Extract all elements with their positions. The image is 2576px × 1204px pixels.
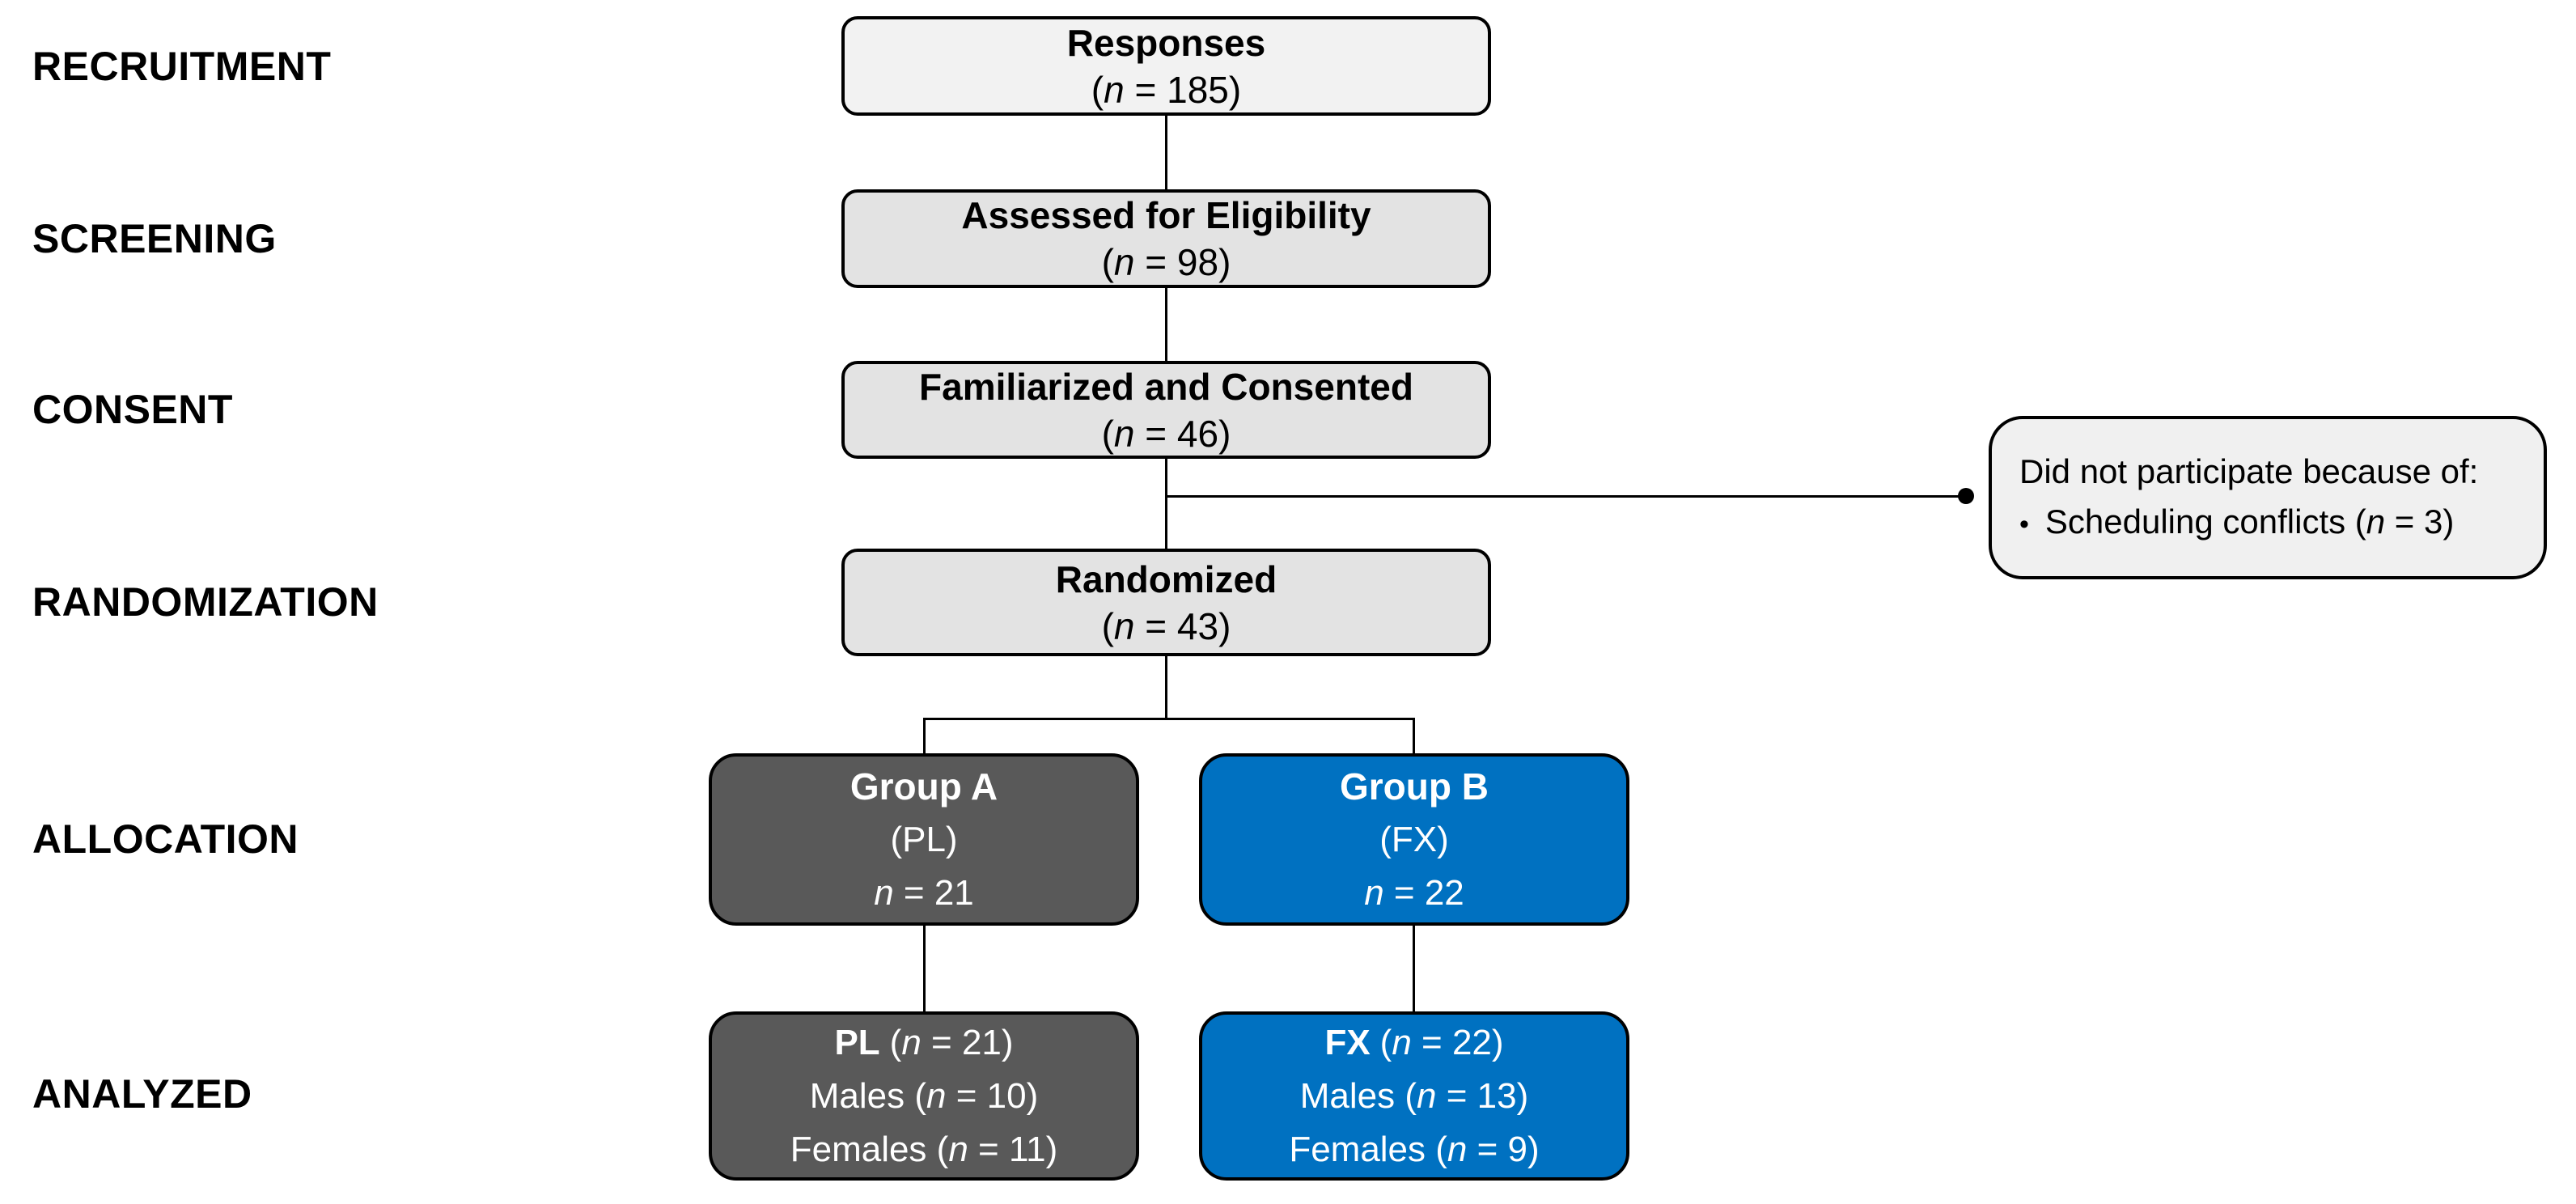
consent-box: Familiarized and Consented (n = 46) <box>841 361 1491 459</box>
stage-label-allocation: ALLOCATION <box>32 816 299 862</box>
analyzed-fx-count: (n = 22) <box>1379 1022 1504 1062</box>
responses-count: (n = 185) <box>1091 68 1242 111</box>
randomized-title: Randomized <box>1055 557 1277 600</box>
analyzed-pl-females: Females (n = 11) <box>790 1129 1058 1169</box>
analyzed-pl-label: PL <box>834 1022 880 1062</box>
group-a-count: n = 21 <box>874 872 974 913</box>
analyzed-pl-box: PL (n = 21) Males (n = 10) Females (n = … <box>709 1011 1139 1181</box>
eligibility-title: Assessed for Eligibility <box>961 194 1371 236</box>
consent-title: Familiarized and Consented <box>919 365 1413 408</box>
group-b-title: Group B <box>1340 765 1489 808</box>
group-b-count: n = 22 <box>1364 872 1464 913</box>
bullet-icon: • <box>2019 508 2029 540</box>
connector-split-to-group-a <box>923 718 926 755</box>
eligibility-count: (n = 98) <box>1101 241 1231 283</box>
analyzed-fx-label: FX <box>1324 1022 1371 1062</box>
analyzed-fx-females: Females (n = 9) <box>1289 1129 1540 1169</box>
connector-assessed-to-consented <box>1165 288 1167 362</box>
dropout-reason-header: Did not participate because of: <box>2019 451 2479 490</box>
analyzed-pl-count: (n = 21) <box>889 1022 1014 1062</box>
connector-responses-to-assessed <box>1165 116 1167 190</box>
analyzed-fx-males: Males (n = 13) <box>1299 1075 1529 1116</box>
stage-label-recruitment: RECRUITMENT <box>32 44 332 89</box>
connector-randomized-to-split <box>1165 656 1167 719</box>
stage-label-randomization: RANDOMIZATION <box>32 579 379 625</box>
dropout-box: Did not participate because of: • Schedu… <box>1989 416 2547 579</box>
analyzed-fx-box: FX (n = 22) Males (n = 13) Females (n = … <box>1199 1011 1629 1181</box>
connector-split-horizontal <box>923 718 1415 720</box>
dropout-reason-item: • Scheduling conflicts (n = 3) <box>2019 497 2454 549</box>
connector-group-a-to-analyzed <box>923 926 926 1011</box>
stage-label-screening: SCREENING <box>32 216 277 261</box>
connector-endpoint-dot <box>1958 488 1974 504</box>
group-a-box: Group A (PL) n = 21 <box>709 753 1139 926</box>
analyzed-pl-headline: PL (n = 21) <box>834 1016 1013 1070</box>
stage-label-consent: CONSENT <box>32 387 233 432</box>
consent-count: (n = 46) <box>1101 412 1231 455</box>
group-a-subtitle: (PL) <box>890 819 958 859</box>
analyzed-fx-headline: FX (n = 22) <box>1324 1016 1503 1070</box>
responses-box: Responses (n = 185) <box>841 16 1491 116</box>
connector-split-to-group-b <box>1413 718 1415 755</box>
connector-group-b-to-analyzed <box>1413 926 1415 1011</box>
group-a-title: Group A <box>849 765 998 808</box>
randomized-box: Randomized (n = 43) <box>841 549 1491 656</box>
group-b-box: Group B (FX) n = 22 <box>1199 753 1629 926</box>
stage-label-analyzed: ANALYZED <box>32 1071 252 1117</box>
dropout-reason-text: Scheduling conflicts (n = 3) <box>2044 502 2455 541</box>
group-b-subtitle: (FX) <box>1379 819 1449 859</box>
randomized-count: (n = 43) <box>1101 604 1231 647</box>
connector-consented-to-randomized <box>1165 459 1167 549</box>
responses-title: Responses <box>1066 21 1266 64</box>
connector-branch-to-dropout <box>1166 495 1967 498</box>
analyzed-pl-males: Males (n = 10) <box>809 1075 1039 1116</box>
eligibility-box: Assessed for Eligibility (n = 98) <box>841 189 1491 288</box>
